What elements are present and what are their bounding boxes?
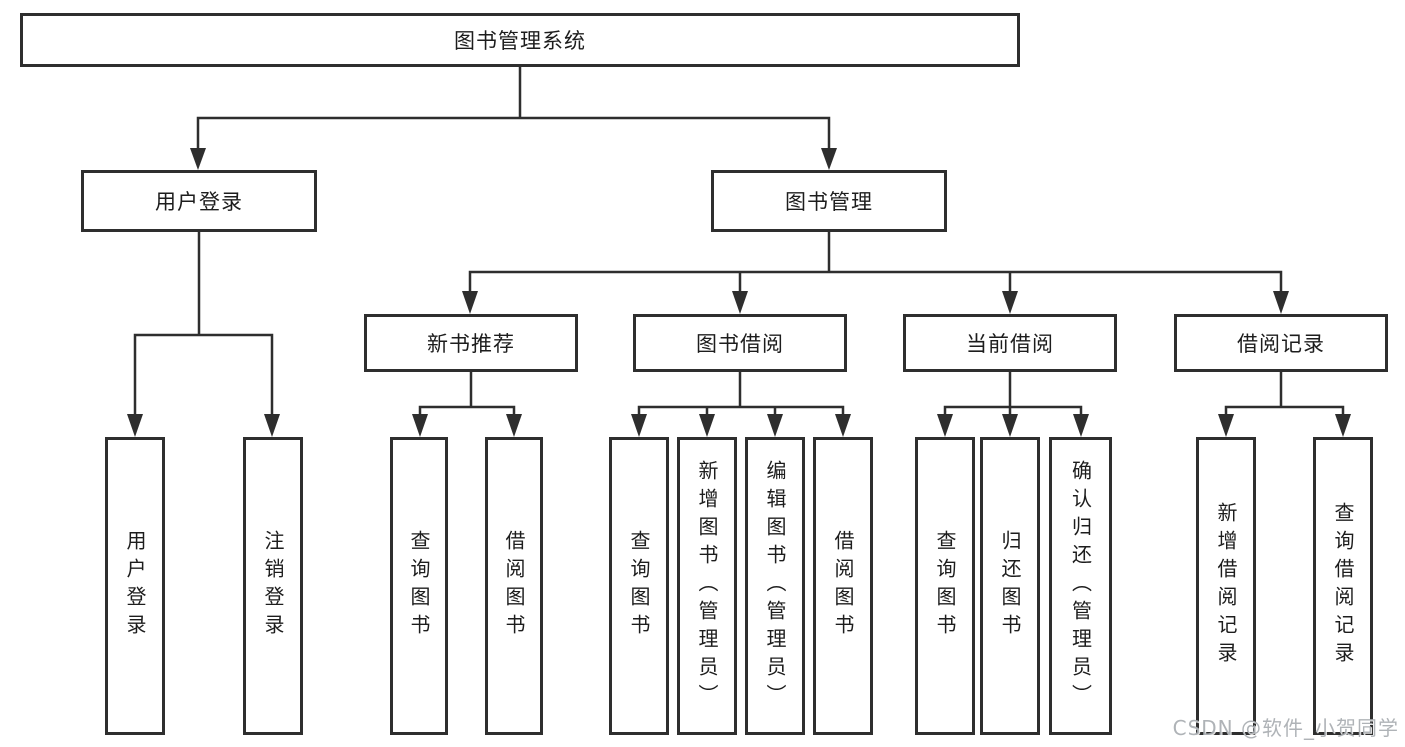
node-borrow-records: 借阅记录 [1174, 314, 1388, 372]
arrow-down-icon [462, 291, 478, 314]
node-current-borrow: 当前借阅 [903, 314, 1117, 372]
node-user-login-leaf: 用户登录 [105, 437, 165, 735]
node-book-borrow: 图书借阅 [633, 314, 847, 372]
arrow-down-icon [1002, 291, 1018, 314]
arrow-down-icon [699, 414, 715, 437]
leaf-label: 查询图书 [407, 530, 431, 642]
arrow-down-icon [835, 414, 851, 437]
connector-new-book-recommend-to-leaves [412, 372, 522, 437]
node-query-books-current: 查询图书 [915, 437, 975, 735]
leaf-label: 新增借阅记录 [1214, 502, 1238, 670]
arrow-down-icon [1002, 414, 1018, 437]
leaf-label: 借阅图书 [502, 530, 526, 642]
node-query-books-recommend: 查询图书 [390, 437, 448, 735]
arrow-down-icon [821, 148, 837, 170]
arrow-down-icon [412, 414, 428, 437]
leaf-label: 借阅图书 [831, 530, 855, 642]
node-user-login-label: 用户登录 [155, 190, 243, 214]
arrow-down-icon [1218, 414, 1234, 437]
node-book-management-label: 图书管理 [785, 190, 873, 214]
node-user-login: 用户登录 [81, 170, 317, 232]
arrow-down-icon [732, 291, 748, 314]
node-query-books-borrow: 查询图书 [609, 437, 669, 735]
node-new-book-recommend-label: 新书推荐 [427, 332, 515, 356]
node-book-management: 图书管理 [711, 170, 947, 232]
connector-book-management-to-level3 [462, 232, 1289, 314]
arrow-down-icon [190, 148, 206, 170]
leaf-label: 查询图书 [627, 530, 651, 642]
node-confirm-return-admin: 确认归还（管理员） [1049, 437, 1112, 735]
leaf-label: 确认归还（管理员） [1068, 460, 1093, 712]
node-borrow-books-recommend: 借阅图书 [485, 437, 543, 735]
leaf-label: 查询图书 [933, 530, 957, 642]
node-logout-leaf: 注销登录 [243, 437, 303, 735]
node-edit-books-admin: 编辑图书（管理员） [745, 437, 805, 735]
node-root: 图书管理系统 [20, 13, 1020, 67]
arrow-down-icon [264, 414, 280, 437]
arrow-down-icon [1335, 414, 1351, 437]
arrow-down-icon [767, 414, 783, 437]
node-add-books-admin: 新增图书（管理员） [677, 437, 737, 735]
node-book-borrow-label: 图书借阅 [696, 332, 784, 356]
connector-root-to-level2 [190, 67, 837, 170]
node-root-label: 图书管理系统 [454, 29, 586, 53]
node-new-book-recommend: 新书推荐 [364, 314, 578, 372]
arrow-down-icon [1273, 291, 1289, 314]
arrow-down-icon [1073, 414, 1089, 437]
arrow-down-icon [127, 414, 143, 437]
node-query-borrow-record: 查询借阅记录 [1313, 437, 1373, 735]
connector-borrow-records-to-leaves [1218, 372, 1351, 437]
node-add-borrow-record: 新增借阅记录 [1196, 437, 1256, 735]
node-return-books: 归还图书 [980, 437, 1040, 735]
leaf-label: 新增图书（管理员） [695, 460, 719, 712]
node-borrow-books-leaf: 借阅图书 [813, 437, 873, 735]
connector-current-borrow-to-leaves [937, 372, 1089, 437]
node-current-borrow-label: 当前借阅 [966, 332, 1054, 356]
leaf-label: 用户登录 [123, 530, 147, 642]
arrow-down-icon [506, 414, 522, 437]
leaf-label: 查询借阅记录 [1331, 502, 1355, 670]
leaf-label: 编辑图书（管理员） [763, 460, 787, 712]
arrow-down-icon [631, 414, 647, 437]
leaf-label: 归还图书 [998, 530, 1022, 642]
leaf-label: 注销登录 [261, 530, 285, 642]
csdn-watermark: CSDN @软件_小贺同学 [1172, 716, 1399, 740]
connector-book-borrow-to-leaves [631, 372, 851, 437]
arrow-down-icon [937, 414, 953, 437]
node-borrow-records-label: 借阅记录 [1237, 332, 1325, 356]
connector-user-login-to-leaves [127, 232, 280, 437]
